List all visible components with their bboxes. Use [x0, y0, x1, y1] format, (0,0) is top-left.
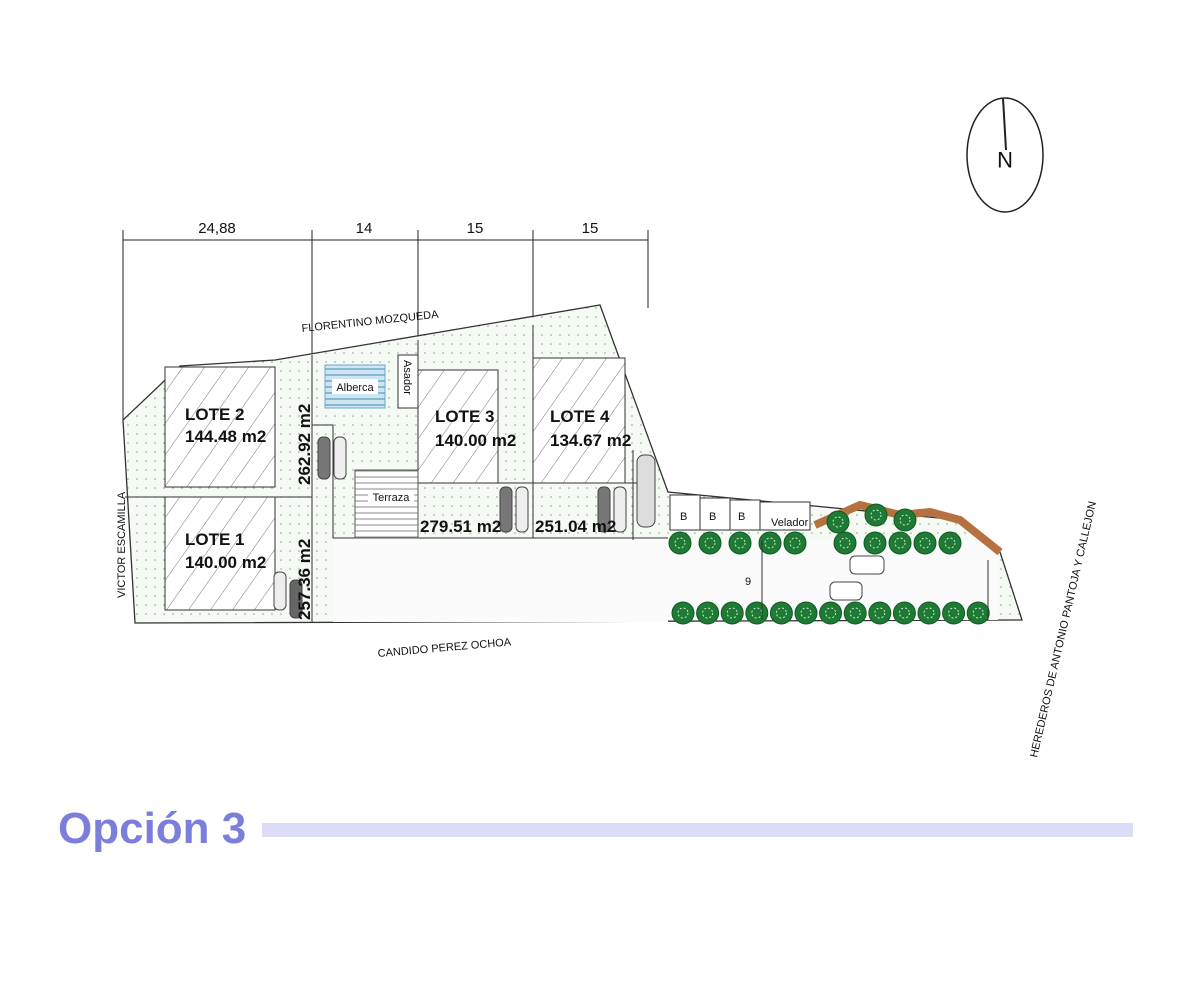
dimension-2: 14 [356, 220, 373, 237]
strip-upper-area: 262.92 m2 [295, 404, 314, 485]
car-icons [273, 436, 885, 619]
lot-2 [164, 366, 276, 488]
tree-icon-detail [874, 607, 886, 619]
dimension-line [122, 230, 649, 420]
page-title: Opción 3 [58, 804, 247, 853]
tree-icon [893, 508, 917, 532]
lot-3-total-area: 279.51 m2 [420, 517, 501, 536]
tree-icon-detail [944, 537, 956, 549]
dimension-1: 24,88 [198, 220, 236, 237]
lot-4-area: 134.67 m2 [550, 431, 631, 450]
tree-icon [819, 601, 843, 625]
street-south: CANDIDO PEREZ OCHOA [377, 636, 512, 660]
tree-icon-detail [764, 537, 776, 549]
tree-icon-detail [870, 509, 882, 521]
marker-label: 9 [745, 576, 751, 588]
tree-icon [966, 601, 990, 625]
grill-label: Asador [401, 360, 413, 395]
tree-icon [843, 601, 867, 625]
bathroom-label-1: B [680, 511, 687, 523]
tree-icon-detail [674, 537, 686, 549]
lot-3-area: 140.00 m2 [435, 431, 516, 450]
tree-icon [696, 601, 720, 625]
service-rooms [669, 494, 811, 531]
lot-1 [164, 496, 276, 611]
tree-icon-detail [839, 537, 851, 549]
tree-icon-detail [898, 607, 910, 619]
tree-icon-detail [869, 537, 881, 549]
tree-icon-detail [800, 607, 812, 619]
tree-icon [888, 531, 912, 555]
terrace-label: Terraza [373, 492, 411, 504]
tree-icon-detail [789, 537, 801, 549]
lot-2-name: LOTE 2 [185, 405, 245, 424]
tree-icon [668, 531, 692, 555]
tree-icon [938, 531, 962, 555]
dimension-3: 15 [467, 220, 484, 237]
tree-icon-detail [702, 607, 714, 619]
tree-icon [794, 601, 818, 625]
tree-icon [758, 531, 782, 555]
lot-2-area: 144.48 m2 [185, 427, 266, 446]
street-north: FLORENTINO MOZQUEDA [301, 309, 440, 335]
tree-icon-detail [704, 537, 716, 549]
lot-1-name: LOTE 1 [185, 530, 245, 549]
tree-icon [698, 531, 722, 555]
boundary-lines [125, 325, 668, 623]
guard-label: Velador [771, 517, 809, 529]
tree-icon-detail [923, 607, 935, 619]
tree-icon-detail [734, 537, 746, 549]
tree-icon-detail [849, 607, 861, 619]
tree-icon [892, 601, 916, 625]
tree-icon [863, 531, 887, 555]
pool-label: Alberca [336, 382, 374, 394]
lot-4-total-area: 251.04 m2 [535, 517, 616, 536]
tree-icon [913, 531, 937, 555]
tree-icon-detail [832, 516, 844, 528]
tree-icon [917, 601, 941, 625]
title-underline-bar [262, 823, 1133, 837]
tree-icon [728, 531, 752, 555]
tree-icon [720, 601, 744, 625]
hedge [813, 500, 1003, 556]
tree-icon-detail [972, 607, 984, 619]
tree-icon [745, 601, 769, 625]
tree-icon-detail [726, 607, 738, 619]
street-east: HEREDEROS DE ANTONIO PANTOJA Y CALLEJON [1028, 500, 1099, 758]
tree-icon [769, 601, 793, 625]
lot-4-name: LOTE 4 [550, 407, 610, 426]
strip-lower-area: 257.36 m2 [295, 539, 314, 620]
dimension-4: 15 [582, 220, 599, 237]
tree-icon-detail [894, 537, 906, 549]
north-arrow-icon: N [966, 97, 1044, 213]
lot-3-name: LOTE 3 [435, 407, 495, 426]
compass-label: N [997, 147, 1013, 172]
tree-icon-detail [775, 607, 787, 619]
lot-4 [532, 357, 626, 484]
tree-icon [783, 531, 807, 555]
grill [397, 354, 419, 409]
tree-icon [868, 601, 892, 625]
tree-icon [833, 531, 857, 555]
bathroom-label-2: B [709, 511, 716, 523]
tree-icon-detail [919, 537, 931, 549]
common-area [333, 538, 668, 622]
tree-icon [671, 601, 695, 625]
tree-icon-detail [899, 514, 911, 526]
street-west: VICTOR ESCAMILLA [116, 491, 128, 598]
tree-icon-detail [948, 607, 960, 619]
bathroom-label-3: B [738, 511, 745, 523]
tree-icon [826, 510, 850, 534]
lot-1-area: 140.00 m2 [185, 553, 266, 572]
tree-icon-detail [677, 607, 689, 619]
tree-icons [668, 503, 990, 625]
tree-icon [942, 601, 966, 625]
lot-3 [417, 369, 499, 484]
tree-icon-detail [825, 607, 837, 619]
tree-icon [864, 503, 888, 527]
